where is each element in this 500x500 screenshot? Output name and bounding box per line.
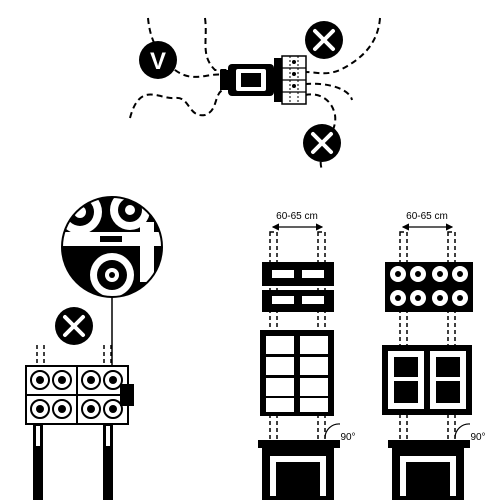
mounting-panel-right: 60-65 cm 90°	[382, 211, 486, 500]
correct-marker-label: V	[150, 48, 166, 75]
spacing-label-middle: 60-65 cm	[276, 211, 318, 222]
angle-label-right: 90°	[470, 432, 485, 443]
wrong-marker-left	[55, 307, 93, 345]
wrong-marker-bottom	[303, 124, 341, 162]
hose-path-right-upper	[304, 17, 381, 75]
rack-unit-wrong	[25, 365, 134, 425]
hose-path-right-mid	[304, 82, 353, 101]
hose-path-top-center	[204, 17, 228, 71]
hose-path-left-upper	[147, 17, 229, 78]
wrong-marker-top	[305, 21, 343, 59]
angle-label-middle: 90°	[340, 432, 355, 443]
spacing-label-right: 60-65 cm	[406, 211, 448, 222]
hose-routing-panel: V	[129, 17, 381, 171]
detail-zoom-circle	[61, 196, 163, 298]
wrong-mounting-panel	[25, 196, 163, 500]
correct-marker: V	[139, 41, 177, 79]
regulator-coupling	[220, 55, 307, 105]
hose-path-left-lower	[129, 87, 229, 119]
mounting-panel-middle: 60-65 cm 90°	[258, 211, 356, 500]
